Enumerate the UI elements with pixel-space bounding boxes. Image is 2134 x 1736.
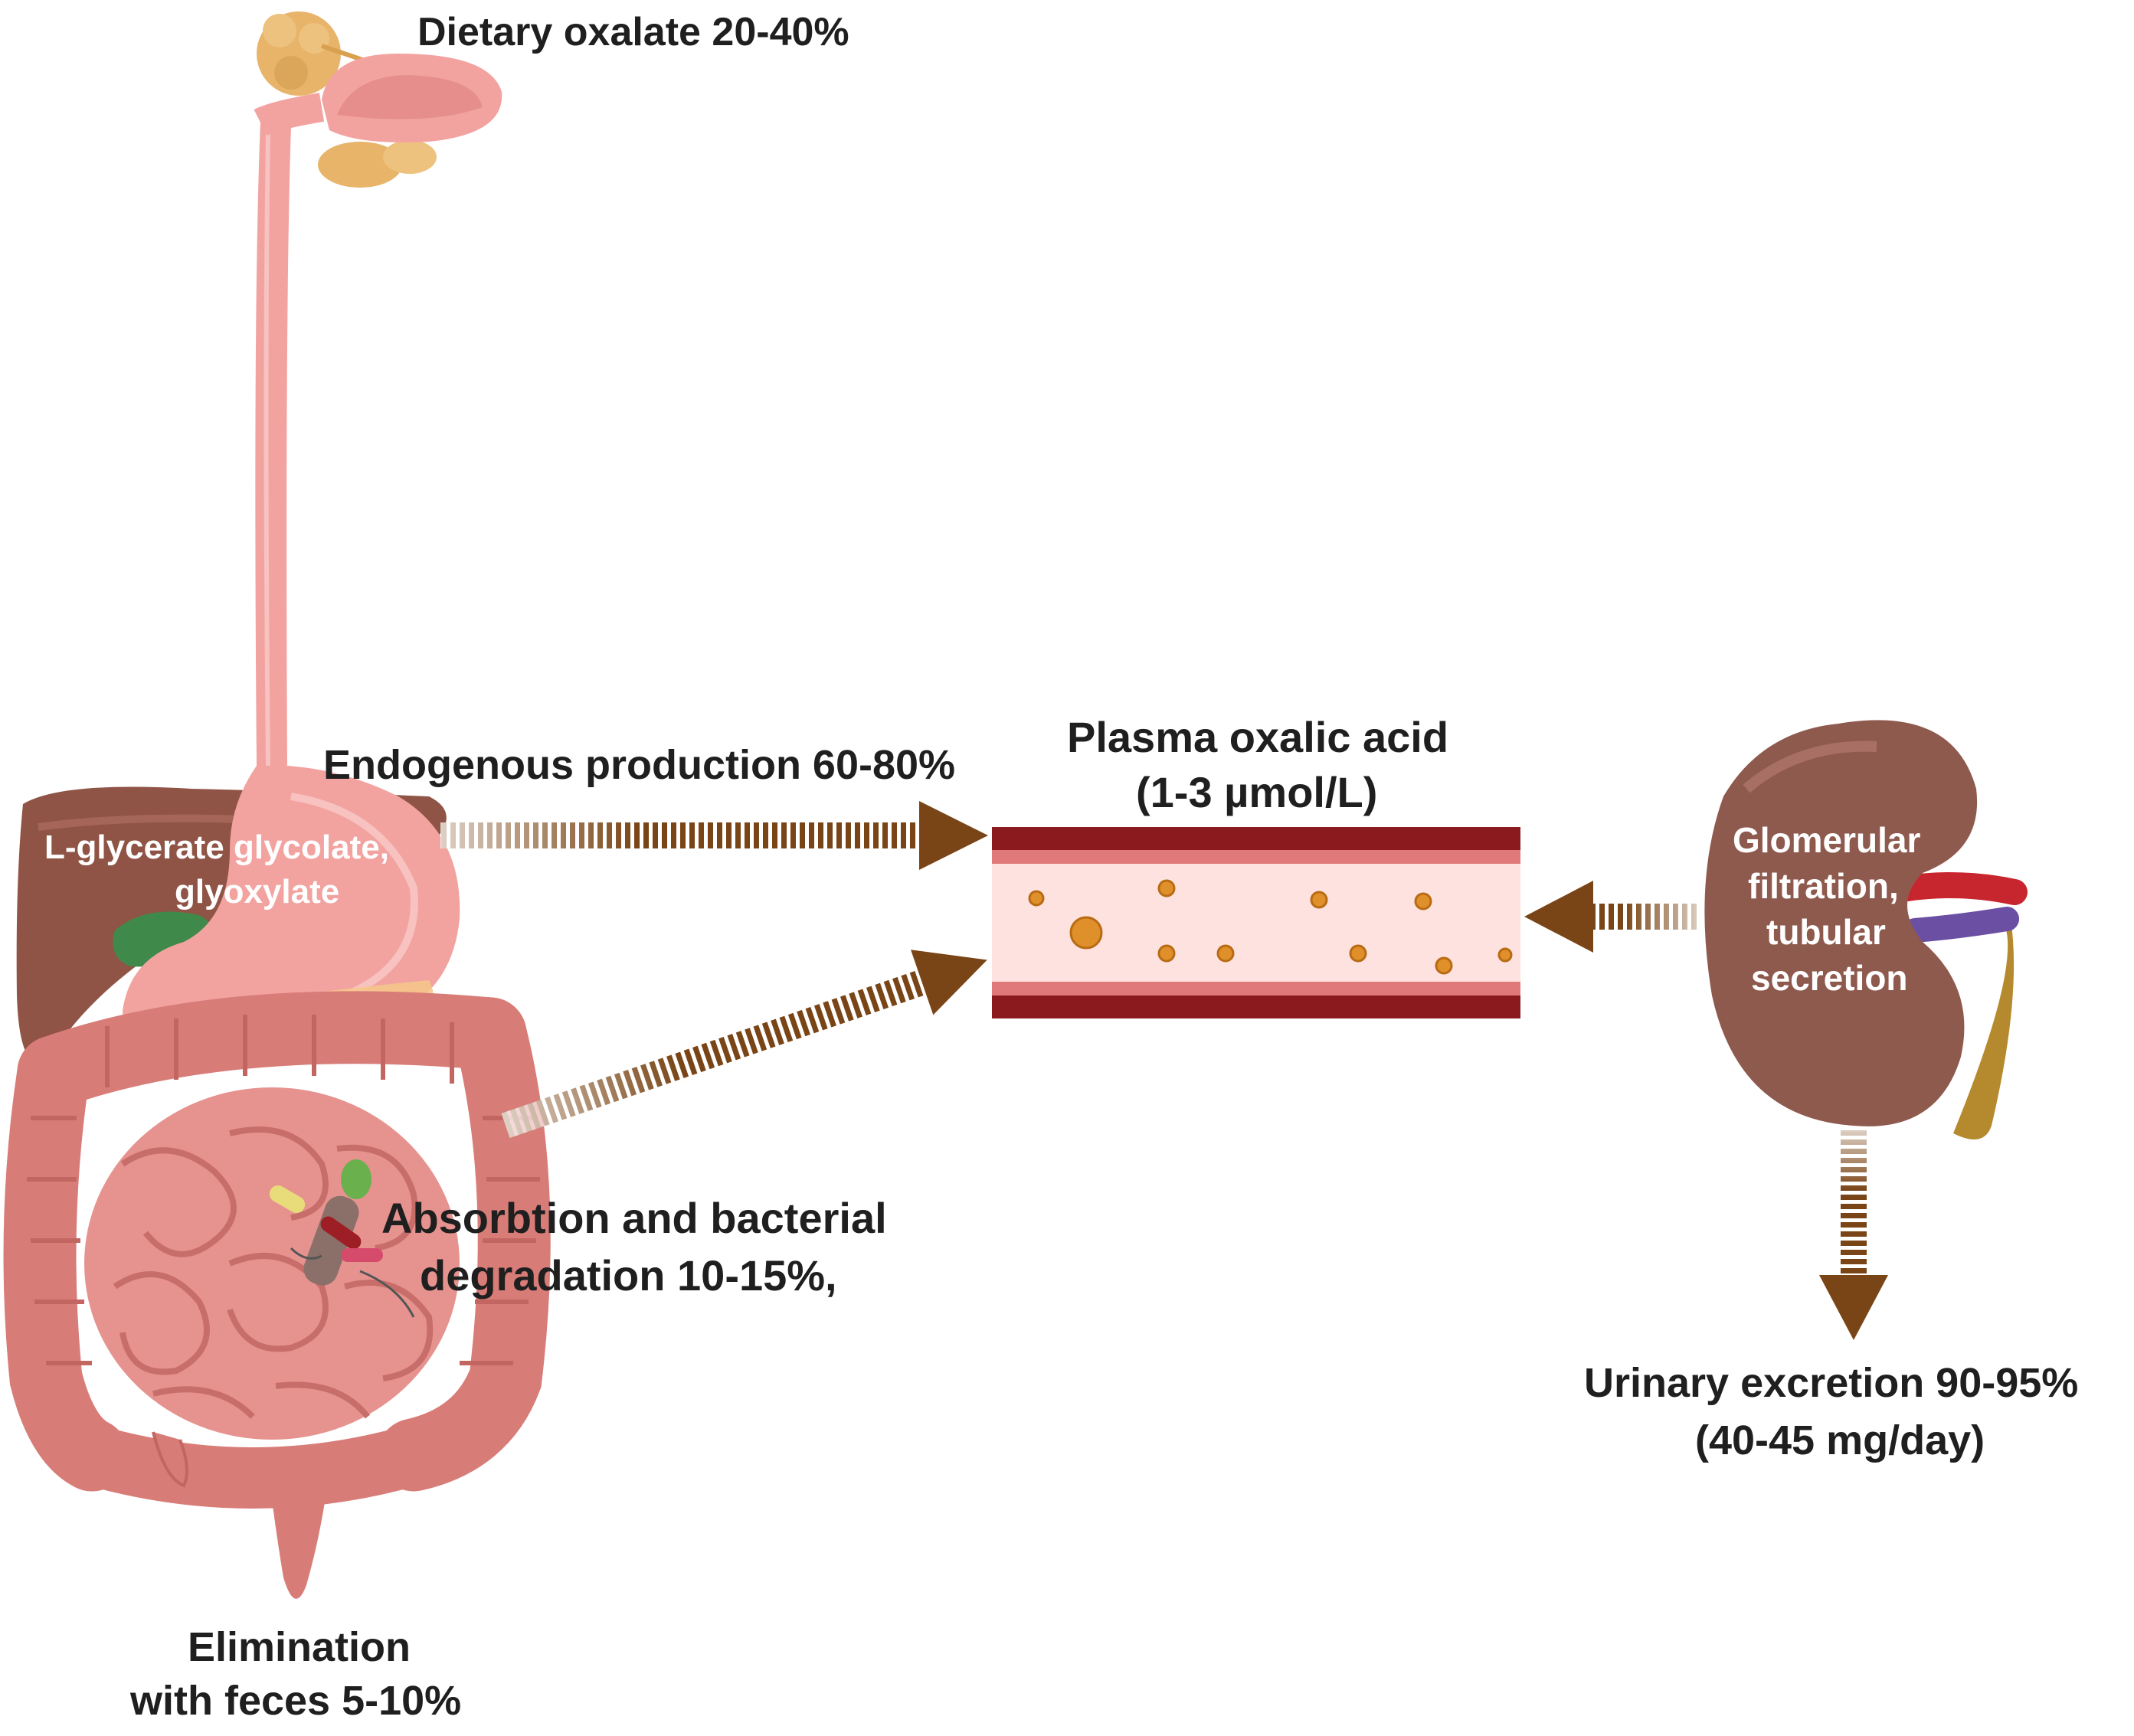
urinary-excretion-label-line1: Urinary excretion 90-95%: [1584, 1360, 2079, 1406]
elimination-label-line1: Elimination: [188, 1624, 411, 1670]
plasma-oxalic-acid-title: Plasma oxalic acid: [1067, 713, 1449, 761]
oxalate-particles: [1028, 879, 1513, 975]
kidney-process-line2: filtration,: [1748, 866, 1899, 906]
rectum-icon: [152, 1431, 329, 1599]
dietary-oxalate-label: Dietary oxalate 20-40%: [417, 10, 849, 54]
kidney-icon: [1704, 720, 2028, 1139]
kidney-process-line4: secretion: [1751, 958, 1908, 998]
kidney-process-line3: tubular: [1766, 912, 1886, 952]
endogenous-production-label: Endogenous production 60-80%: [323, 742, 956, 788]
salivary-gland-icon: [257, 11, 437, 188]
elimination-label-line2: with feces 5-10%: [130, 1678, 462, 1724]
arrow-absorption-to-plasma: [501, 950, 987, 1139]
arrow-kidney-to-plasma: [1524, 881, 1700, 953]
liver-metabolites-label-line2: glyoxylate: [175, 873, 340, 911]
arrow-endogenous-to-plasma: [440, 801, 988, 870]
urinary-excretion-label-line2: (40-45 mg/day): [1695, 1417, 1985, 1463]
small-intestine-icon: [84, 1087, 460, 1440]
liver-metabolites-label-line1: L-glycerate glycolate,: [44, 829, 389, 866]
absorption-label-line2: degradation 10-15%,: [420, 1251, 837, 1300]
kidney-process-line1: Glomerular: [1733, 820, 1921, 860]
stomach-icon: [123, 766, 460, 1057]
blood-vessel-icon: [992, 827, 1520, 1018]
bacteria-icon: [269, 1159, 415, 1318]
esophagus-icon: [254, 93, 325, 767]
mouth-icon: [322, 54, 502, 142]
arrow-urinary-excretion: [1819, 1130, 1888, 1340]
absorption-label-line1: Absorbtion and bacterial: [381, 1194, 887, 1242]
plasma-concentration-label: (1-3 µmol/L): [1136, 768, 1378, 816]
